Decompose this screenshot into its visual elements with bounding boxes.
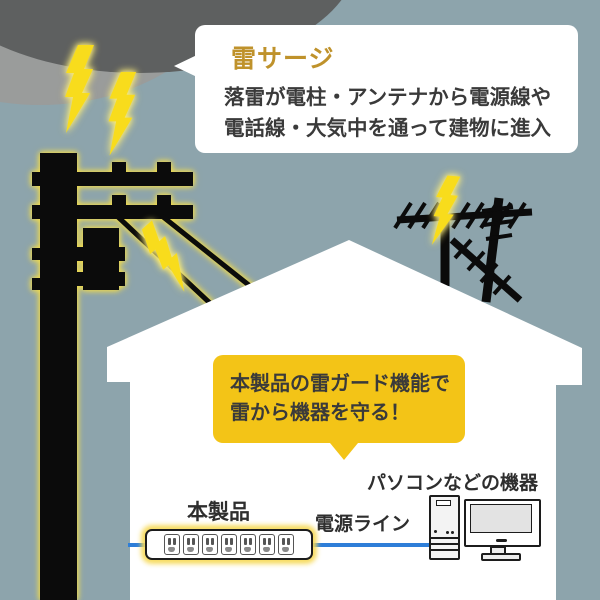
callout-body-line: 落雷が電柱・アンテナから電源線や [224,86,552,109]
disc-drive [436,500,451,506]
outlet-icon [202,534,218,555]
monitor-button [496,538,507,542]
lightning-bolt-icon [133,220,203,293]
bubble-line: 本製品の雷ガード機能で [230,373,450,395]
usb-port [451,531,454,534]
utility-pole [32,153,257,600]
outlet-icon [183,534,199,555]
surge-callout: 雷サージ 落雷が電柱・アンテナから電源線や 電話線・大気中を通って建物に進入 [174,25,578,153]
devices-label: パソコンなどの機器 [367,473,539,494]
guard-speech-bubble: 本製品の雷ガード機能で 雷から機器を守る！ [213,355,465,460]
tv-antenna-icon [393,197,533,303]
monitor-icon [464,499,541,547]
crossarm [32,172,193,186]
monitor-stand-base [481,553,521,561]
power-button [434,530,437,533]
bubble-line: 雷から機器を守る！ [230,402,410,424]
vent-line [431,543,458,545]
transformer-box [83,228,119,290]
vent-line [431,537,458,539]
monitor-screen [470,504,532,533]
power-strip [145,529,313,560]
callout-body-line: 電話線・大気中を通って建物に進入 [224,117,551,140]
outlet-icon [278,534,294,555]
power-wire [160,214,257,292]
power-cable [128,543,150,547]
vent-line [431,549,458,551]
callout-title: 雷サージ [231,45,335,73]
crossarm [32,205,193,219]
power-cable [310,543,432,547]
outlet-icon [259,534,275,555]
usb-port [446,531,449,534]
outlet-icon [164,534,180,555]
outlet-icon [221,534,237,555]
power-line-label: 電源ライン [315,514,411,535]
pc-tower-icon [429,495,460,560]
outlet-icon [240,534,256,555]
product-label: 本製品 [187,501,250,524]
